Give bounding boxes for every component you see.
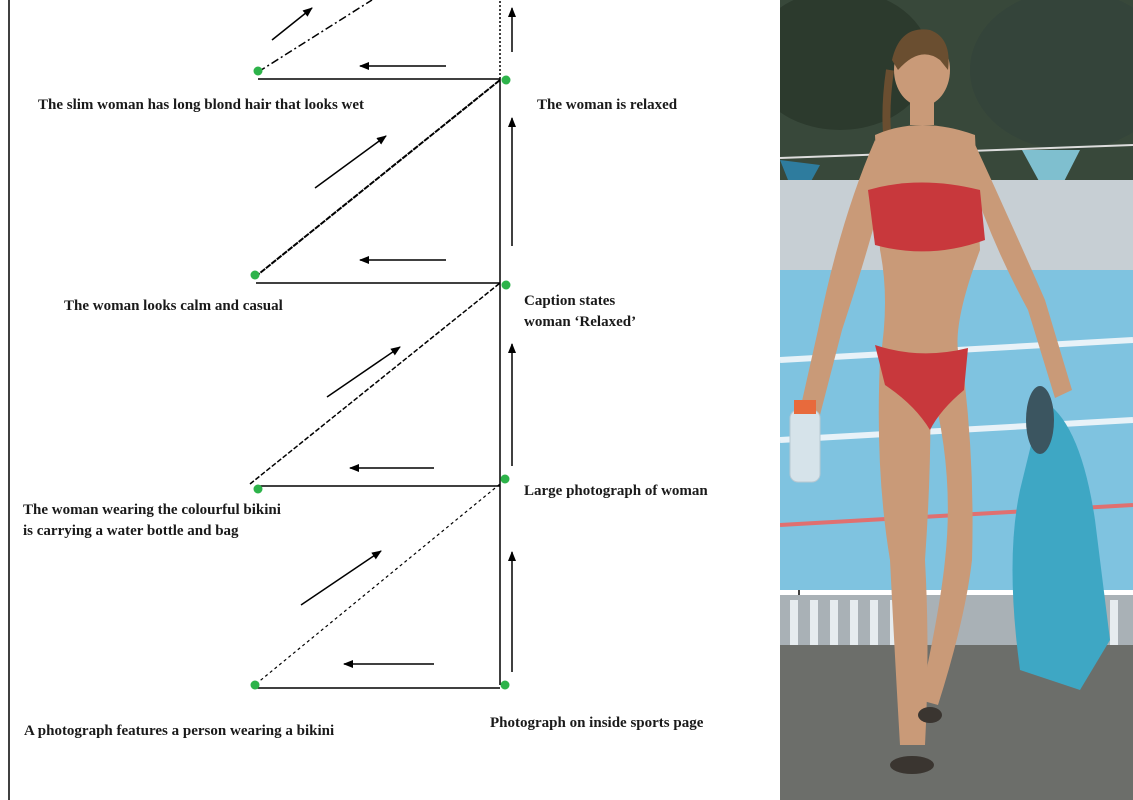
bikini-top: [868, 183, 985, 252]
neck: [910, 100, 934, 125]
label-low-right: Large photograph of woman: [524, 481, 708, 501]
right-sandal: [918, 707, 942, 723]
node-low-left: [254, 485, 263, 494]
water-bottle: [790, 410, 820, 482]
diagonal-top: [258, 0, 372, 72]
node-bottom-left: [251, 681, 260, 690]
node-low-right: [501, 475, 510, 484]
label-bottom-right: Photograph on inside sports page: [490, 713, 703, 733]
node-group: [251, 67, 511, 690]
node-top-left: [254, 67, 263, 76]
diagonal-low: [250, 283, 500, 484]
arrow-diag-top: [272, 8, 312, 40]
label-low-left-line2: is carrying a water bottle and bag: [23, 521, 239, 541]
diagonal-bottom: [256, 484, 500, 684]
node-top-right: [502, 76, 511, 85]
bottle-cap: [794, 400, 816, 414]
label-mid-right-line2: woman ‘Relaxed’: [524, 312, 636, 332]
arrow-diag-bottom: [301, 551, 381, 605]
label-top-right: The woman is relaxed: [537, 95, 677, 115]
label-low-left-line1: The woman wearing the colourful bikini: [23, 500, 281, 520]
goggles: [1026, 386, 1054, 454]
node-bottom-right: [501, 681, 510, 690]
photo-illustration: [780, 0, 1133, 800]
left-sandal: [890, 756, 934, 774]
label-mid-right-line1: Caption states: [524, 291, 615, 311]
node-mid-left: [251, 271, 260, 280]
label-top-left: The slim woman has long blond hair that …: [38, 95, 364, 115]
diagram-frame: [9, 0, 799, 800]
node-mid-right: [502, 281, 511, 290]
label-bottom-left: A photograph features a person wearing a…: [24, 721, 334, 741]
photo-panel: [780, 0, 1133, 800]
label-mid-left: The woman looks calm and casual: [64, 296, 283, 316]
